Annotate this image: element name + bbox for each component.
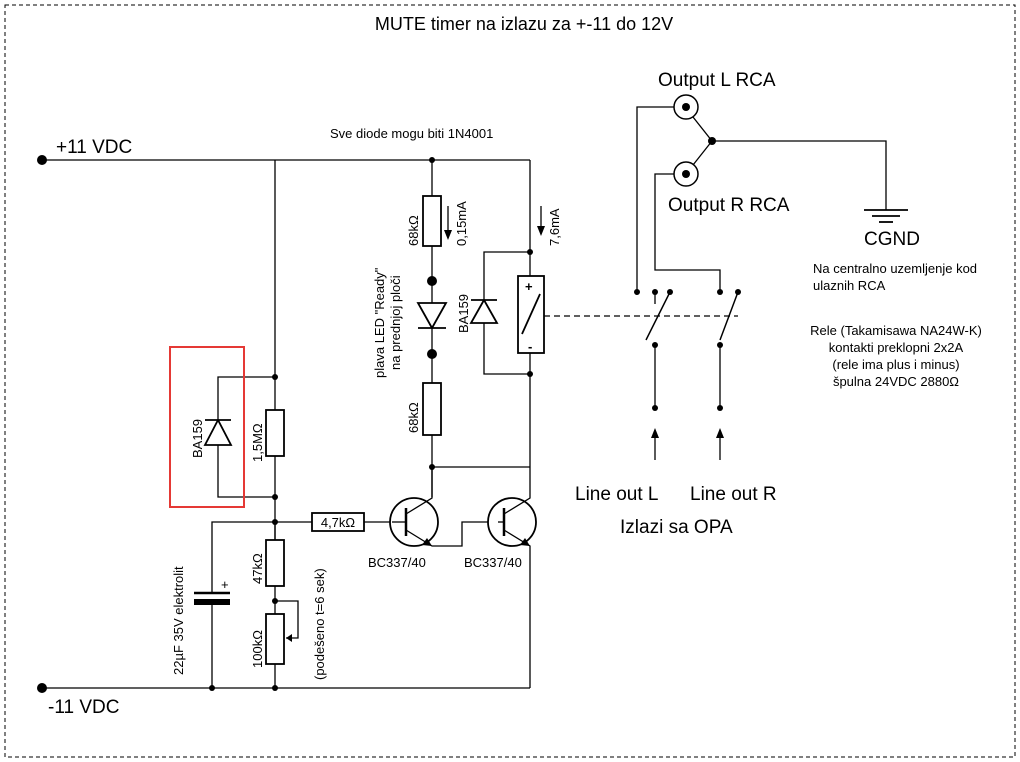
line-out-right-label: Line out R [690,484,777,505]
highlight-box [169,346,245,508]
resistor-47k [265,539,285,587]
diode-left [203,418,233,446]
capacitor-plus: + [221,577,229,592]
transistor-q2 [487,497,537,547]
coil-plus: + [525,279,533,294]
resistor-47k-label: 47kΩ [250,553,265,584]
resistor-1m5-label: 1,5MΩ [250,423,265,462]
diagram-title: MUTE timer na izlazu za +-11 do 12V [375,14,673,34]
relay-note-1: Rele (Takamisawa NA24W-K) [810,323,982,338]
relay-note-2: kontakti preklopni 2x2A [829,340,964,355]
resistor-68k-top-label: 68kΩ [406,215,421,246]
output-left-label: Output L RCA [658,70,776,91]
transistor-q1 [389,497,439,547]
diode-relay-label: BA159 [456,294,471,333]
line-out-left-label: Line out L [575,484,658,505]
coil-minus: - [528,339,532,354]
resistor-1m5 [265,409,285,457]
gnd-note-1: Na centralno uzemljenje kod [813,261,977,276]
current-relay-label: 7,6mA [547,208,562,246]
negative-rail-label: -11 VDC [48,697,119,718]
diode-relay [469,298,499,324]
current-led-label: 0,15mA [454,201,469,246]
potentiometer-label: 100kΩ [250,630,265,668]
resistor-68k-bottom [422,382,442,436]
resistor-4k7-label: 4,7kΩ [321,515,356,530]
gnd-label: CGND [864,229,920,250]
inputs-caption: Izlazi sa OPA [620,517,733,538]
positive-rail-label: +11 VDC [56,137,132,158]
relay-note-3: (rele ima plus i minus) [832,357,959,372]
potentiometer-note: (podešeno t=6 sek) [312,568,327,680]
dashed-frame [4,4,1016,758]
diodes-note: Sve diode mogu biti 1N4001 [330,126,493,141]
led-note-1: plava LED "Ready" [372,267,387,378]
resistor-68k-top [422,195,442,247]
transistor-q2-label: BC337/40 [464,555,522,570]
led-note-2: na prednjoj ploči [388,275,403,370]
capacitor [194,599,230,605]
capacitor-label: 22µF 35V elektrolit [171,566,186,675]
transistor-q1-label: BC337/40 [368,555,426,570]
diode-left-label: BA159 [190,419,205,458]
potentiometer-100k [265,613,285,665]
led [416,302,448,330]
resistor-68k-bottom-label: 68kΩ [406,402,421,433]
output-right-label: Output R RCA [668,195,790,216]
gnd-note-2: ulaznih RCA [813,278,886,293]
relay-note-4: špulna 24VDC 2880Ω [833,374,959,389]
